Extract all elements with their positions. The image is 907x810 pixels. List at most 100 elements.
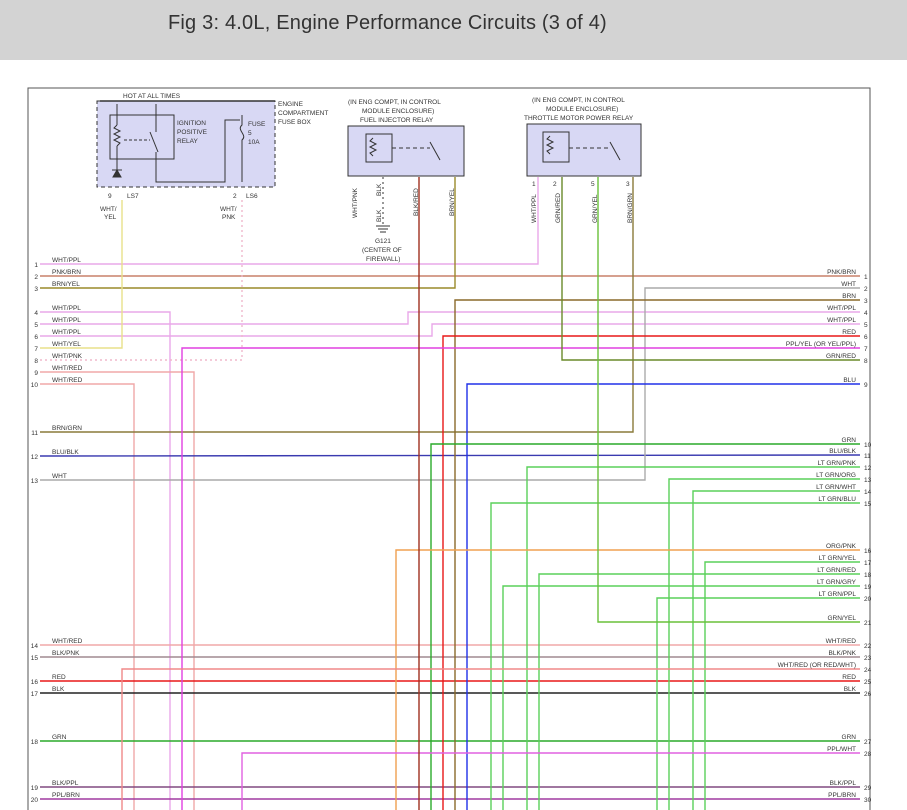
left-connector-pin-20: 20: [31, 797, 39, 804]
tmr-pin-5: 5: [591, 181, 595, 188]
right-connector-pin-12: 12: [864, 465, 872, 472]
fuse-box-wire-left-line-2: YEL: [104, 214, 117, 221]
right-wire-label: ORG/PNK: [826, 543, 857, 550]
wire-r28-ppl-wht: [241, 752, 860, 810]
wire-r8-grn-red: [561, 177, 860, 361]
right-wire-label: GRN: [842, 734, 857, 741]
right-connector-pin-9: 9: [864, 382, 868, 389]
right-connector-pin-21: 21: [864, 620, 872, 627]
diode-icon: [112, 168, 122, 178]
right-connector-pin-13: 13: [864, 477, 872, 484]
left-wire-label: WHT/RED: [52, 377, 83, 384]
wire-l3-brn-yel: [40, 177, 456, 289]
right-wire-label: BLU: [843, 377, 856, 384]
right-wire-label: PNK/BRN: [827, 269, 856, 276]
right-connector-pin-29: 29: [864, 785, 872, 792]
wire-r19-lt-grn-gry: [502, 585, 860, 810]
tmr-wire-label-1: WHT/PPL: [531, 194, 538, 223]
throttle-relay-inner: [542, 131, 570, 163]
right-connector-pin-17: 17: [864, 560, 872, 567]
right-connector-pin-18: 18: [864, 572, 872, 579]
left-connector-pin-15: 15: [31, 655, 39, 662]
wire-l1-wht-ppl: [40, 177, 539, 265]
right-connector-pin-20: 20: [864, 596, 872, 603]
throttle-relay-label-line-3: THROTTLE MOTOR POWER RELAY: [524, 115, 634, 122]
fuse-box-wire-left-line-1: WHT/: [100, 206, 117, 213]
fuse-box-wire-right-line-1: WHT/: [220, 206, 237, 213]
wire-l9-wht-red: [40, 371, 195, 810]
ground-wire-label: BLK: [376, 209, 383, 222]
left-wire-label: BLK: [52, 686, 65, 693]
ground-icon: [376, 225, 390, 233]
left-wire-label: BLK/PPL: [52, 780, 79, 787]
ground-label-line-3: FIREWALL): [366, 256, 400, 263]
left-connector-pin-7: 7: [34, 346, 38, 353]
fuse-box-wire-right-line-2: PNK: [222, 214, 236, 221]
right-wire-label: LT GRN/YEL: [819, 555, 857, 562]
ignition-positive-relay-box: [109, 114, 175, 160]
right-connector-pin-15: 15: [864, 501, 872, 508]
left-connector-pin-9: 9: [34, 370, 38, 377]
wire-r14-lt-grn-wht: [692, 490, 860, 810]
left-wire-label: WHT/PPL: [52, 317, 81, 324]
wire-r16-org-pnk: [395, 549, 860, 810]
fuse-icon: [239, 115, 245, 182]
right-wire-label: RED: [842, 329, 856, 336]
right-wire-label: BRN: [842, 293, 856, 300]
fuse-label-line-2: 5: [248, 130, 252, 137]
tmr-pin-1: 1: [532, 181, 536, 188]
wire-l12-blu-blk: [39, 454, 861, 457]
left-connector-pin-1: 1: [34, 262, 38, 269]
left-connector-pin-17: 17: [31, 691, 39, 698]
left-wire-label: WHT/PPL: [52, 305, 81, 312]
wire-r12-lt-grn-pnk: [526, 466, 860, 810]
fuse-box-name-line-1: ENGINE: [278, 101, 304, 108]
right-connector-pin-10: 10: [864, 442, 872, 449]
left-connector-pin-10: 10: [31, 382, 39, 389]
right-wire-label: LT GRN/PNK: [818, 460, 857, 467]
relay-switch-contact: [149, 131, 159, 153]
wire-r13-lt-grn-org: [668, 478, 860, 810]
right-connector-labels: PNK/BRN1WHT2BRN3WHT/PPL4WHT/PPL5RED6PPL/…: [778, 269, 872, 804]
wire-l4-wht-ppl: [40, 311, 171, 810]
left-wire-label: PPL/BRN: [52, 792, 80, 799]
tmr-wire-label-3: GRN/YEL: [592, 194, 599, 223]
wire-r6-red: [442, 335, 860, 810]
right-connector-pin-22: 22: [864, 643, 872, 650]
fuel-injector-relay-coil-icon: [368, 137, 378, 157]
left-wire-label: WHT/YEL: [52, 341, 81, 348]
left-wire-label: PNK/BRN: [52, 269, 81, 276]
wire-r10-grn: [430, 443, 860, 810]
right-wire-label: RED: [842, 674, 856, 681]
right-connector-pin-14: 14: [864, 489, 872, 496]
ground-label-line-2: (CENTER OF: [362, 247, 402, 254]
fuel-injector-relay-switch: [429, 141, 441, 161]
fuel-injector-relay-label-line-1: (IN ENG COMPT, IN CONTROL: [348, 99, 441, 106]
relay-output-wire: [155, 119, 240, 183]
left-connector-pin-12: 12: [31, 454, 39, 461]
left-connector-labels: 1WHT/PPL2PNK/BRN3BRN/YEL4WHT/PPL5WHT/PPL…: [31, 257, 83, 804]
right-wire-label: PPL/YEL (OR YEL/PPL): [786, 341, 856, 348]
left-wire-label: GRN: [52, 734, 67, 741]
left-connector-pin-3: 3: [34, 286, 38, 293]
wire-r21-grn-yel: [597, 177, 860, 623]
wire-r15-lt-grn-blu: [490, 502, 860, 810]
fir-wire-label-2: BLK: [376, 183, 383, 196]
left-wire-label: WHT/PPL: [52, 329, 81, 336]
left-wire-label: RED: [52, 674, 66, 681]
right-wire-label: WHT: [841, 281, 856, 288]
header-bar: Fig 3: 4.0L, Engine Performance Circuits…: [0, 0, 907, 60]
left-connector-pin-13: 13: [31, 478, 39, 485]
left-wire-label: WHT/PNK: [52, 353, 83, 360]
left-connector-pin-16: 16: [31, 679, 39, 686]
wire-r18-lt-grn-red: [538, 573, 860, 810]
right-wire-label: GRN: [842, 437, 857, 444]
left-connector-pin-14: 14: [31, 643, 39, 650]
right-wire-label: LT GRN/ORG: [816, 472, 856, 479]
right-connector-pin-26: 26: [864, 691, 872, 698]
right-connector-pin-7: 7: [864, 346, 868, 353]
fuse-box-name-line-3: FUSE BOX: [278, 119, 312, 126]
left-connector-pin-8: 8: [34, 358, 38, 365]
